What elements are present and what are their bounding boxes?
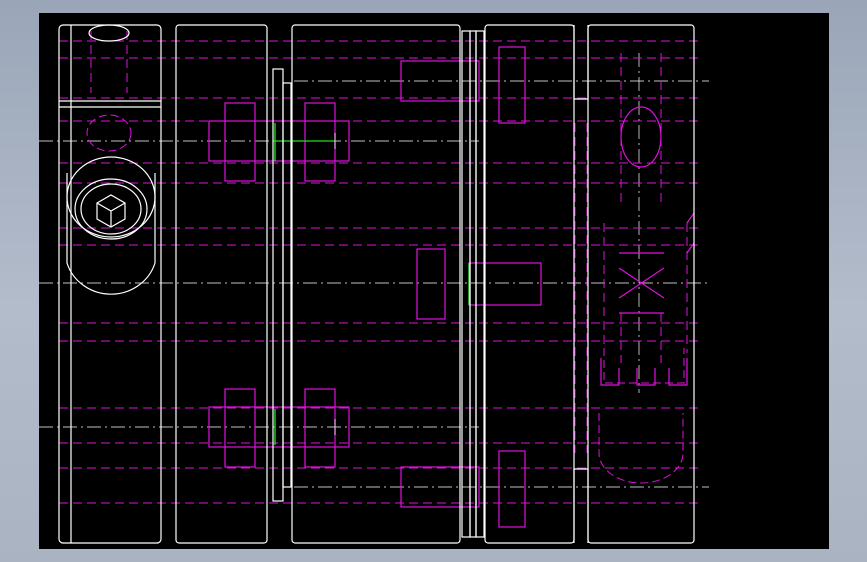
outlines xyxy=(58,24,695,544)
hidden-shapes xyxy=(86,114,685,484)
coupling-drawing xyxy=(39,24,709,544)
centerlines xyxy=(39,53,709,488)
hidden-lines xyxy=(59,31,699,504)
bolt-features xyxy=(208,46,695,528)
cad-viewport[interactable] xyxy=(39,13,829,549)
